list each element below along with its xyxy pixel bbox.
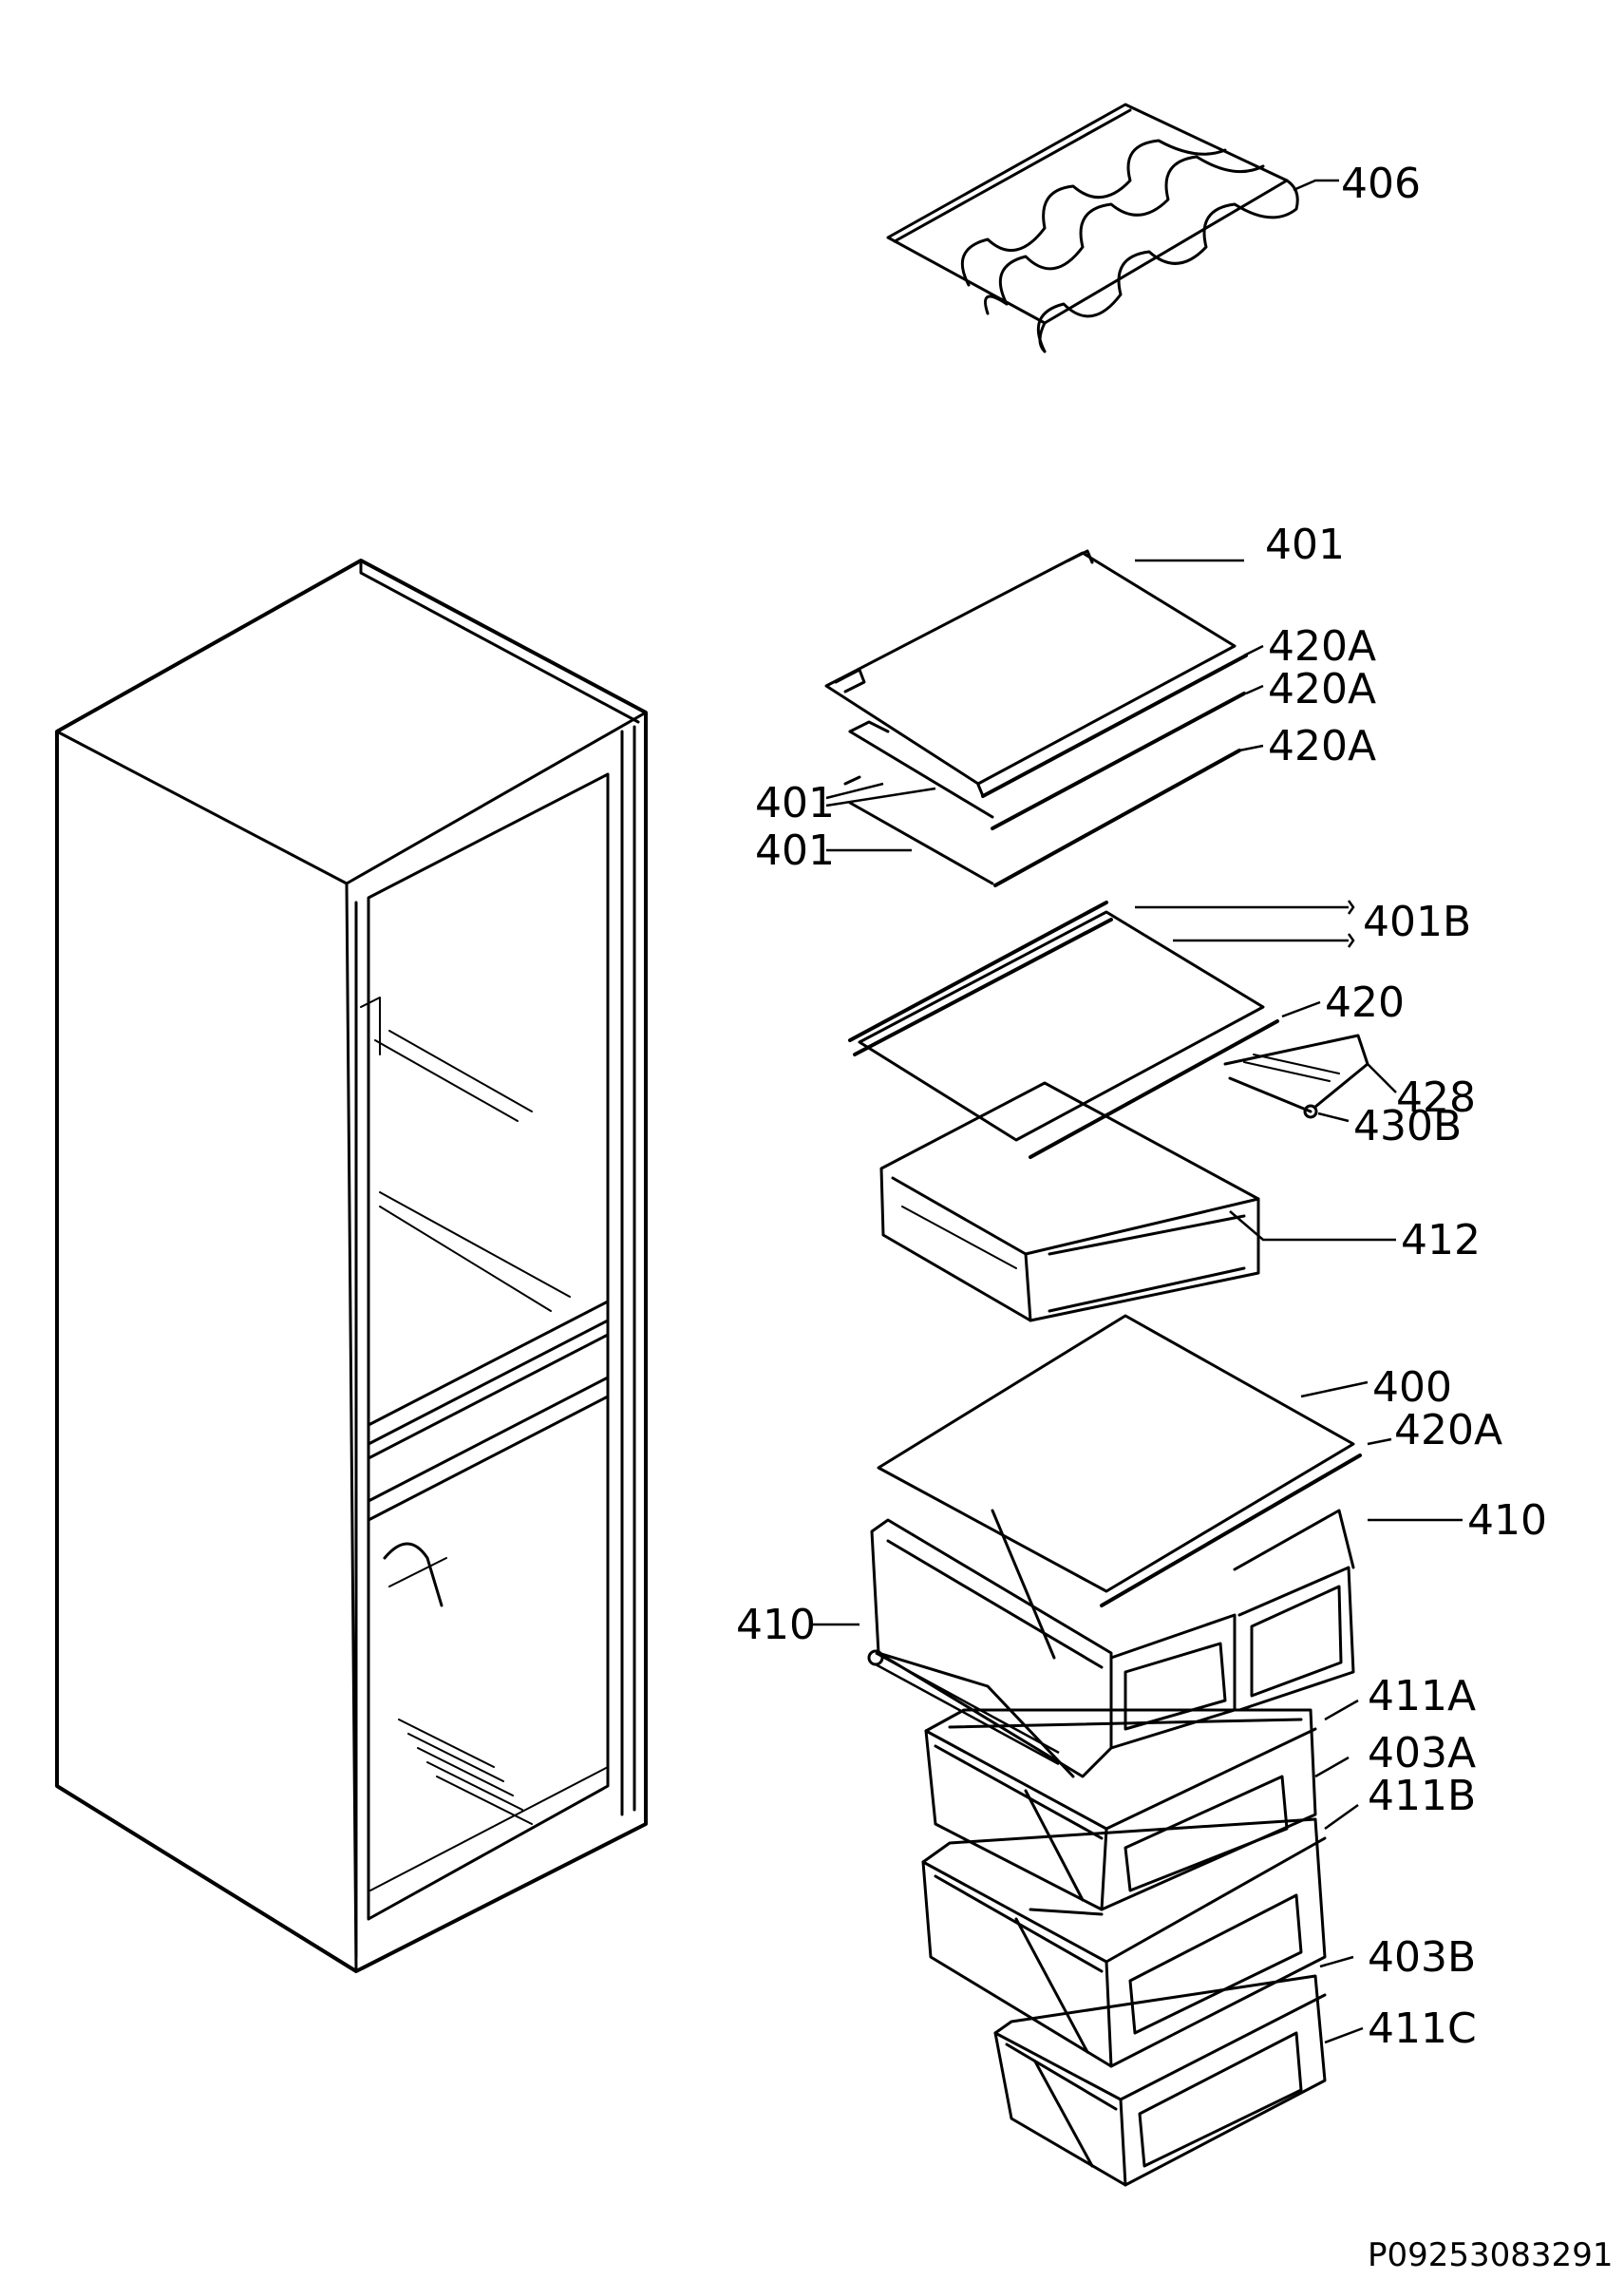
wine-rack-406 <box>886 103 1299 353</box>
document-code: P09253083291 <box>1368 2236 1613 2274</box>
drawers-410 <box>867 1509 1355 1778</box>
drawer-411b <box>921 1817 1327 2068</box>
label-411c: 411C <box>1368 2004 1477 2053</box>
label-410-right: 410 <box>1467 1496 1547 1545</box>
label-403b: 403B <box>1368 1933 1476 1982</box>
upper-glass-shelves <box>824 549 1248 887</box>
label-401-low: 401 <box>755 826 835 875</box>
glass-plate-400 <box>877 1314 1362 1607</box>
label-401-mid: 401 <box>755 779 835 827</box>
label-420a-4: 420A <box>1394 1406 1502 1454</box>
label-401-top: 401 <box>1265 521 1345 569</box>
label-420: 420 <box>1325 978 1405 1027</box>
shelf-and-crisper-412 <box>848 901 1369 1322</box>
label-420a-3: 420A <box>1268 722 1376 770</box>
drawer-411c <box>993 1974 1327 2187</box>
label-430b: 430B <box>1353 1102 1462 1150</box>
label-411b: 411B <box>1368 1772 1476 1820</box>
leader-lines <box>812 179 1463 2044</box>
label-403a: 403A <box>1368 1729 1476 1777</box>
label-412: 412 <box>1401 1216 1481 1264</box>
label-420a-1: 420A <box>1268 622 1376 671</box>
part-labels: 406 401 420A 420A 420A 401 401 401B 420 … <box>736 160 1613 2274</box>
fridge-cabinet <box>55 559 648 1973</box>
drawer-411a <box>924 1708 1317 1911</box>
label-420a-2: 420A <box>1268 665 1376 713</box>
label-401b: 401B <box>1363 898 1471 946</box>
label-411a: 411A <box>1368 1672 1476 1720</box>
label-410-left: 410 <box>736 1601 816 1649</box>
label-400: 400 <box>1372 1363 1452 1412</box>
label-406: 406 <box>1341 160 1421 208</box>
label-428: 428 <box>1396 1074 1476 1122</box>
